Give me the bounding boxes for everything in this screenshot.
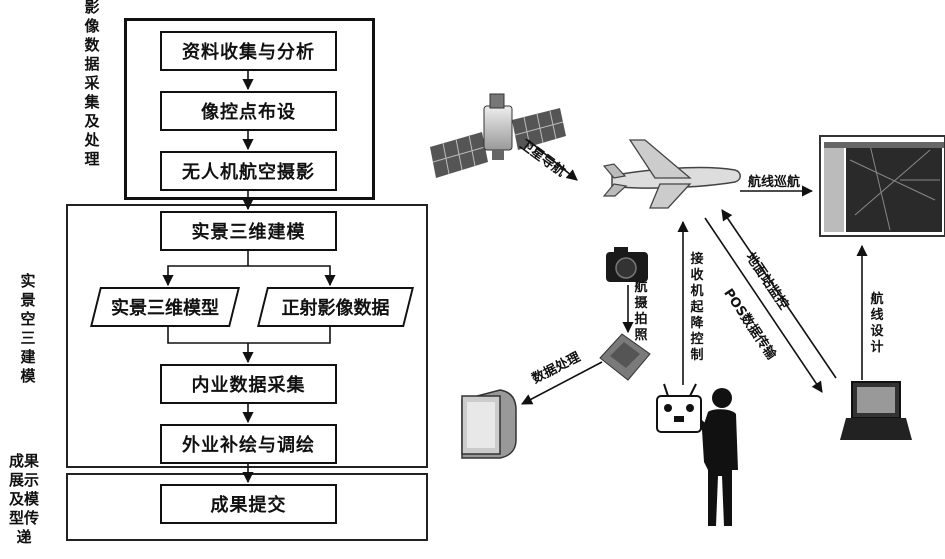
label-route-design: 航线设计 — [870, 292, 884, 355]
camera-icon — [606, 247, 648, 282]
workstation-monitor-icon — [461, 389, 517, 459]
step-3d-model-output: 实景三维模型 — [90, 287, 240, 327]
step-3d-modeling: 实景三维建模 — [160, 211, 337, 251]
ground-station-screen-icon — [819, 135, 945, 237]
step-ortho-output: 正射影像数据 — [257, 287, 414, 327]
step-data-collection: 资料收集与分析 — [160, 31, 337, 71]
step-ortho-label: 正射影像数据 — [281, 298, 390, 319]
label-receiver-control: 接收机起降控制 — [690, 252, 704, 363]
group-acquisition — [124, 18, 375, 200]
stage-label-acquisition: 影像数据采集及处理 — [84, 0, 100, 168]
aerial-image-icon — [599, 333, 651, 381]
laptop-icon — [840, 381, 912, 440]
stage-label-delivery: 成果展示及模型传递 — [8, 452, 39, 546]
remote-controller-icon — [656, 383, 702, 433]
label-aerial-photo: 航摄拍照 — [634, 280, 648, 343]
uav-plane-icon — [602, 139, 741, 209]
step-indoor-collection: 内业数据采集 — [160, 364, 337, 404]
stage-label-modeling: 实景空三建模 — [20, 272, 36, 385]
step-submit-results: 成果提交 — [160, 484, 337, 524]
step-3d-model-label: 实景三维模型 — [111, 298, 219, 319]
label-route-patrol: 航线巡航 — [748, 175, 801, 190]
satellite-icon — [430, 93, 566, 178]
step-uav-photography: 无人机航空摄影 — [160, 151, 337, 191]
step-control-points: 像控点布设 — [160, 91, 337, 131]
step-field-supplement: 外业补绘与调绘 — [160, 424, 337, 464]
